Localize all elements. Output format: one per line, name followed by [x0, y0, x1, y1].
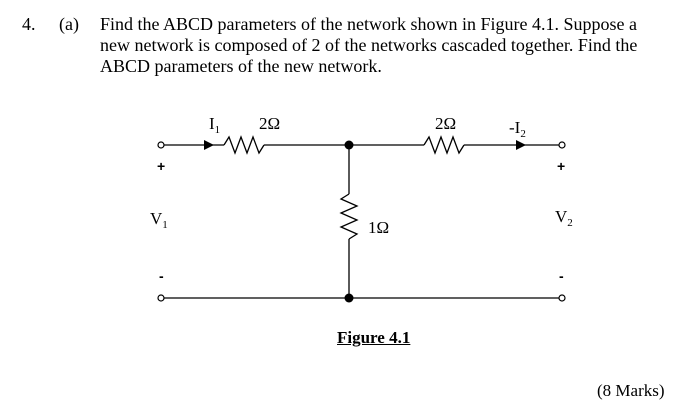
terminal-in-minus	[157, 294, 165, 302]
marks-label: (8 Marks)	[597, 381, 665, 400]
question-number: 4.	[22, 14, 36, 34]
question-line: new network is composed of 2 of the netw…	[100, 35, 638, 55]
label-v2: V2	[555, 207, 573, 229]
label-v1: V1	[150, 209, 168, 231]
arrow-i2-icon	[516, 140, 526, 150]
label-i2: -I2	[509, 118, 526, 140]
resistor-left	[223, 135, 265, 155]
junction-bottom	[344, 293, 354, 303]
junction-top	[344, 140, 354, 150]
resistor-right	[423, 135, 465, 155]
label-r-right: 2Ω	[435, 114, 456, 133]
label-r-shunt: 1Ω	[368, 218, 389, 237]
label-i1: I1	[209, 114, 220, 136]
question-text: Find the ABCD parameters of the network …	[100, 14, 680, 77]
figure-caption: Figure 4.1	[337, 328, 411, 347]
terminal-out-plus	[558, 141, 566, 149]
label-v1-plus: +	[157, 158, 165, 174]
resistor-shunt	[339, 193, 359, 240]
question-line: Find the ABCD parameters of the network …	[100, 14, 637, 34]
arrow-i1-icon	[204, 140, 214, 150]
question-part: (a)	[59, 14, 79, 34]
terminal-in-plus	[157, 141, 165, 149]
label-v2-plus: +	[557, 158, 565, 174]
label-v2-minus: -	[559, 268, 564, 284]
label-v1-minus: -	[159, 268, 164, 284]
label-r-left: 2Ω	[259, 114, 280, 133]
terminal-out-minus	[558, 294, 566, 302]
question-line: ABCD parameters of the new network.	[100, 56, 382, 76]
